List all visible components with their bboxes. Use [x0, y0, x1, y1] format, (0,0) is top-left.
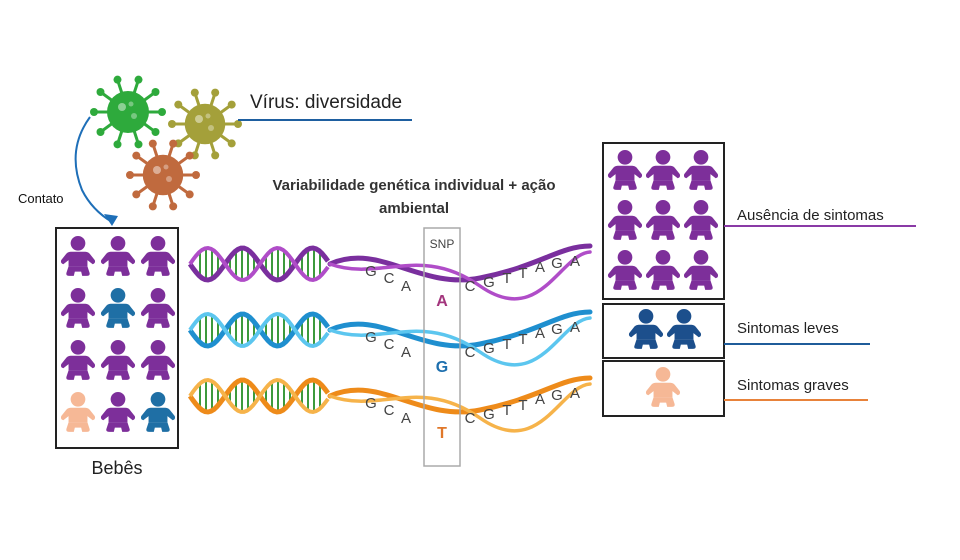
snp-column: SNP — [423, 227, 461, 467]
dna-letter: A — [401, 410, 411, 427]
dna-letter: G — [365, 263, 377, 280]
variability-title-line1: Variabilidade genética individual + ação — [272, 177, 555, 194]
dna-letter: G — [483, 274, 495, 291]
dna-letter: G — [365, 329, 377, 346]
variability-title-line2: ambiental — [379, 200, 449, 217]
contact-arrow — [74, 116, 118, 226]
babies-label: Bebês — [91, 458, 142, 478]
dna-letter: C — [384, 336, 395, 353]
dna-letter: G — [483, 340, 495, 357]
dna-letter: G — [551, 321, 563, 338]
contact-label: Contato — [18, 191, 64, 206]
dna-letter: G — [365, 395, 377, 412]
dna-strand-g — [187, 309, 593, 367]
babies-panel: Bebês — [55, 227, 179, 478]
dna-letter: A — [535, 325, 545, 342]
dna-strand-a — [187, 243, 593, 301]
outcome-label: Ausência de sintomas — [737, 207, 884, 224]
dna-letter: A — [401, 344, 411, 361]
outcome-mild: Sintomas leves — [602, 303, 870, 359]
outcome-severe: Sintomas graves — [602, 360, 868, 417]
snp-letter-t: T — [437, 425, 447, 442]
dna-letter: T — [518, 265, 527, 282]
dna-letter: G — [551, 255, 563, 272]
dna-letter: T — [518, 397, 527, 414]
dna-letter: C — [465, 410, 476, 427]
dna-strands — [187, 243, 593, 433]
outcome-none: Ausência de sintomas — [602, 142, 916, 300]
dna-letter: T — [502, 336, 511, 353]
dna-strand-t — [187, 375, 593, 433]
snp-label: SNP — [430, 237, 455, 251]
dna-letter: A — [535, 259, 545, 276]
outcome-label: Sintomas leves — [737, 320, 839, 337]
outcome-label: Sintomas graves — [737, 377, 849, 394]
dna-letter: C — [384, 402, 395, 419]
dna-letter: G — [483, 406, 495, 423]
virus-icon — [168, 88, 242, 160]
virus-icon — [126, 139, 200, 211]
virus-cluster: Vírus: diversidade — [90, 75, 412, 211]
dna-letter: T — [502, 402, 511, 419]
dna-letter: A — [401, 278, 411, 295]
dna-letter: G — [551, 387, 563, 404]
dna-letter: T — [502, 270, 511, 287]
dna-letter: C — [465, 278, 476, 295]
dna-letter: A — [570, 319, 580, 336]
dna-letter: T — [518, 331, 527, 348]
snp-letter-g: G — [436, 359, 448, 376]
dna-letter: A — [570, 385, 580, 402]
dna-letter: C — [384, 270, 395, 287]
dna-letter: A — [570, 253, 580, 270]
snp-box — [423, 227, 461, 467]
virus-label: Vírus: diversidade — [250, 92, 402, 113]
dna-letter: C — [465, 344, 476, 361]
outcome-box — [602, 303, 725, 359]
dna-letter: A — [535, 391, 545, 408]
virus-icon — [90, 75, 166, 149]
snp-letter-a: A — [436, 293, 448, 310]
